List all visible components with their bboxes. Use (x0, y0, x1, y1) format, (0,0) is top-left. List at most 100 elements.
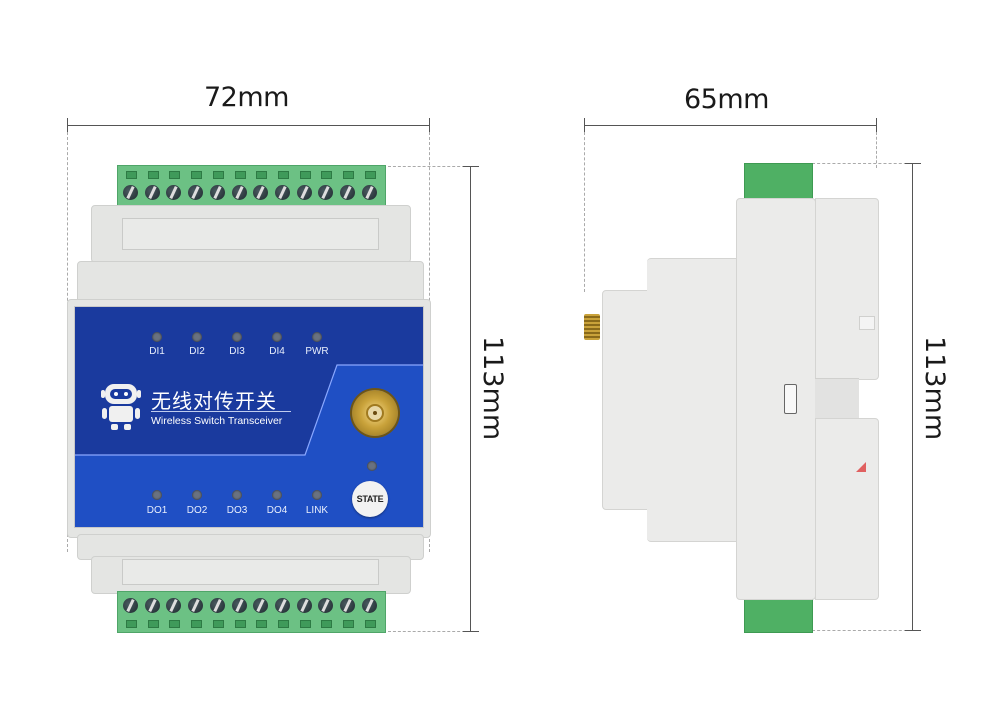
led-pwr (312, 332, 322, 342)
case-top-upper (91, 205, 411, 263)
side-terminal-bottom (744, 595, 813, 633)
label-recess-top (122, 218, 379, 250)
terminal-screw-icon (123, 185, 138, 200)
terminal-screw-icon (296, 598, 312, 613)
height-tick-top (463, 166, 479, 167)
state-button-label: STATE (356, 494, 384, 504)
terminal-screw-icon (318, 598, 334, 613)
terminal-slot (343, 171, 354, 179)
terminal-slot (277, 620, 289, 628)
terminal-screw-icon (361, 185, 377, 200)
led-di1 (152, 332, 162, 342)
antenna-stub (584, 314, 600, 340)
led-do4 (272, 490, 282, 500)
height-extension-bottom (388, 631, 470, 632)
terminal-slot (212, 171, 224, 179)
terminal-slot (299, 171, 311, 179)
width-label-front: 72mm (204, 82, 289, 113)
terminal-slot (126, 171, 137, 179)
terminal-slot (321, 171, 333, 179)
side-height-extension-bottom (812, 630, 912, 631)
din-clip-release (856, 462, 866, 472)
terminal-slot (191, 620, 203, 628)
terminal-slot (343, 620, 354, 628)
terminal-screw-icon (253, 598, 269, 613)
label-do1: DO1 (146, 505, 168, 516)
led-do3 (232, 490, 242, 500)
panel-graphic (75, 307, 423, 456)
terminal-slot (364, 171, 376, 179)
terminal-slot (364, 620, 376, 628)
label-di3: DI3 (229, 346, 245, 357)
front-panel: DI1 DI2 DI3 DI4 PWR 无线对传开关 Wireless Swit… (74, 306, 424, 528)
label-do4: DO4 (266, 505, 288, 516)
led-state (367, 461, 377, 471)
terminal-slot (147, 171, 159, 179)
terminal-screw-icon (188, 598, 204, 613)
case-bottom-lower (91, 556, 411, 594)
side-body-center (736, 198, 816, 600)
terminal-screw-icon (296, 185, 312, 200)
terminal-slot (321, 620, 333, 628)
terminal-slot (277, 171, 289, 179)
side-height-tick-bottom (905, 630, 921, 631)
terminal-screw-icon (231, 598, 247, 613)
terminal-slot (126, 620, 137, 628)
side-body-rear-bottom (815, 418, 879, 600)
terminal-screw-icon (253, 185, 269, 200)
width-line-front (67, 125, 430, 126)
side-body-mid (647, 258, 746, 542)
led-di2 (192, 332, 202, 342)
side-body-rear-top (815, 198, 879, 380)
terminal-slot (147, 620, 159, 628)
terminal-screw-icon (274, 185, 290, 200)
height-label-side: 113mm (919, 336, 950, 441)
terminal-screw-icon (144, 598, 160, 613)
terminal-screw-icon (231, 185, 247, 200)
din-clip-top (859, 316, 875, 330)
state-button[interactable]: STATE (352, 481, 388, 517)
side-latch-window (784, 384, 797, 414)
label-di4: DI4 (269, 346, 285, 357)
terminal-screw-icon (361, 598, 377, 613)
terminal-block-top (117, 165, 386, 207)
led-di3 (232, 332, 242, 342)
label-pwr: PWR (305, 346, 329, 357)
side-width-extension-right (876, 132, 877, 168)
terminal-slot (191, 171, 203, 179)
case-top-lower (77, 261, 424, 303)
height-tick-bottom (463, 631, 479, 632)
device-title-cn: 无线对传开关 (151, 389, 277, 413)
height-label-front: 113mm (477, 336, 508, 441)
led-link (312, 490, 322, 500)
height-line-front (470, 166, 471, 632)
terminal-screw-icon (209, 185, 225, 200)
label-di2: DI2 (189, 346, 205, 357)
led-di4 (272, 332, 282, 342)
side-terminal-top (744, 163, 813, 201)
led-do1 (152, 490, 162, 500)
title-divider (151, 411, 291, 412)
terminal-slot (169, 171, 181, 179)
label-link: LINK (305, 505, 329, 516)
height-extension-top (388, 166, 470, 167)
terminal-screw-icon (340, 598, 355, 613)
label-do3: DO3 (226, 505, 248, 516)
case-main: DI1 DI2 DI3 DI4 PWR 无线对传开关 Wireless Swit… (67, 299, 431, 538)
terminal-slot (234, 171, 246, 179)
terminal-block-bottom (117, 591, 386, 633)
terminal-slot (299, 620, 311, 628)
terminal-slot (256, 171, 268, 179)
terminal-screw-icon (340, 185, 355, 200)
side-height-extension-top (812, 163, 912, 164)
terminal-screw-icon (166, 185, 182, 200)
side-width-extension-left (584, 132, 585, 292)
label-recess-bottom (122, 559, 379, 585)
height-line-side (912, 163, 913, 631)
din-rail-channel (815, 378, 859, 420)
terminal-screw-icon (209, 598, 225, 613)
width-line-side (584, 125, 877, 126)
device-title-en: Wireless Switch Transceiver (151, 415, 283, 427)
terminal-slot (212, 620, 224, 628)
terminal-screw-icon (166, 598, 182, 613)
